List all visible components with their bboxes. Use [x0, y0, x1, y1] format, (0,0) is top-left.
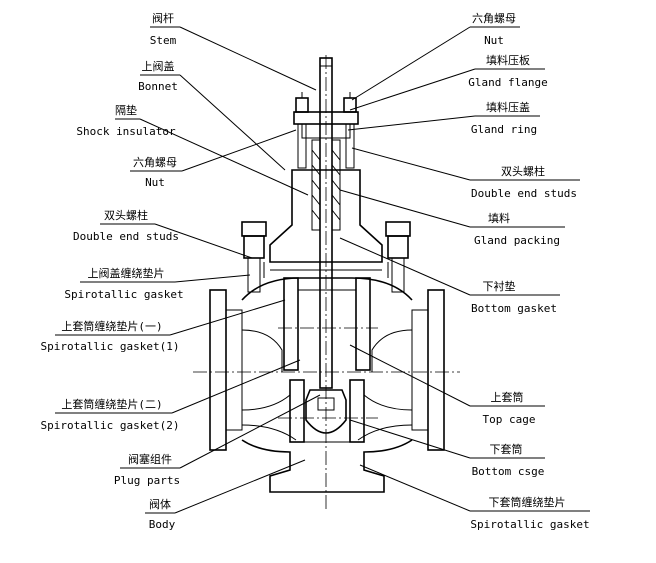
label-nut-left-en: Nut — [145, 176, 165, 189]
label-gland-ring-en: Gland ring — [471, 123, 537, 136]
label-top-cage-en: Top cage — [483, 413, 536, 426]
label-studs-right-en: Double end studs — [471, 187, 577, 200]
body-part — [209, 277, 445, 493]
label-gland-packing-zh: 填料 — [488, 211, 510, 225]
label-gasket-lower-zh: 下套筒缠绕垫片 — [489, 495, 566, 509]
label-studs-left-en: Double end studs — [73, 230, 179, 243]
label-gland-flange: 填料压板 Gland flange — [468, 53, 547, 89]
label-spirotallic-gasket-1: 上套筒缠绕垫片(一) Spirotallic gasket(1) — [40, 319, 179, 353]
label-bonnet-en: Bonnet — [138, 80, 178, 93]
label-nut-right: 六角螺母 Nut — [472, 12, 516, 47]
label-bottom-cage-zh: 下套筒 — [490, 442, 523, 456]
label-spirotallic-gasket-2: 上套筒缠绕垫片(二) Spirotallic gasket(2) — [40, 397, 179, 432]
label-bottom-gasket-en: Bottom gasket — [471, 302, 557, 315]
label-body: 阀体 Body — [149, 497, 176, 531]
bonnet-part — [263, 169, 389, 278]
label-underlines — [55, 26, 590, 514]
label-nut-right-en: Nut — [484, 34, 504, 47]
label-studs-left-zh: 双头螺柱 — [104, 208, 148, 222]
top-cage-part — [283, 277, 371, 371]
label-gland-flange-zh: 填料压板 — [486, 53, 530, 67]
label-gasket-1-en: Spirotallic gasket(1) — [40, 340, 179, 353]
label-stem-zh: 阀杆 — [152, 11, 174, 25]
label-plug-parts-en: Plug parts — [114, 474, 180, 487]
label-shock-insulator-zh: 隔垫 — [115, 103, 137, 117]
label-spirotallic-gasket-lower: 下套筒缠绕垫片 Spirotallic gasket — [470, 495, 589, 531]
label-bonnet: 上阀盖 Bonnet — [138, 59, 178, 93]
label-gasket-lower-en: Spirotallic gasket — [470, 518, 589, 531]
label-plug-parts-zh: 阀塞组件 — [128, 452, 172, 466]
label-gland-packing: 填料 Gland packing — [474, 211, 560, 247]
label-bottom-cage: 下套筒 Bottom csge — [472, 442, 545, 478]
label-body-en: Body — [149, 518, 176, 531]
label-shock-insulator: 隔垫 Shock insulator — [76, 103, 176, 138]
bonnet-bolts — [241, 221, 411, 293]
label-plug-parts: 阀塞组件 Plug parts — [114, 452, 180, 487]
label-gland-packing-en: Gland packing — [474, 234, 560, 247]
label-bottom-gasket-zh: 下衬垫 — [483, 279, 516, 293]
label-nut-right-zh: 六角螺母 — [472, 12, 516, 25]
label-gasket-2-zh: 上套筒缠绕垫片(二) — [61, 397, 162, 411]
label-stem-en: Stem — [150, 34, 177, 47]
label-gasket-bonnet-zh: 上阀盖缠绕垫片 — [88, 266, 165, 280]
label-double-end-studs-left: 双头螺柱 Double end studs — [73, 208, 179, 243]
valve-drawing — [193, 55, 460, 510]
label-bottom-gasket: 下衬垫 Bottom gasket — [471, 279, 557, 315]
label-shock-insulator-en: Shock insulator — [76, 125, 176, 138]
label-bonnet-zh: 上阀盖 — [142, 59, 175, 73]
leader-lines — [139, 26, 476, 514]
label-gasket-bonnet-en: Spirotallic gasket — [64, 288, 183, 301]
label-gland-ring: 填料压盖 Gland ring — [471, 100, 537, 136]
label-gland-ring-zh: 填料压盖 — [486, 100, 530, 114]
label-body-zh: 阀体 — [149, 497, 171, 511]
label-gasket-1-zh: 上套筒缠绕垫片(一) — [61, 319, 162, 333]
label-studs-right-zh: 双头螺柱 — [501, 164, 545, 178]
gland-assembly — [293, 92, 359, 231]
label-gasket-2-en: Spirotallic gasket(2) — [40, 419, 179, 432]
plug-part — [305, 389, 347, 434]
label-spirotallic-gasket-bonnet: 上阀盖缠绕垫片 Spirotallic gasket — [64, 266, 183, 301]
label-nut-left-zh: 六角螺母 — [133, 156, 177, 169]
label-nut-left: 六角螺母 Nut — [133, 156, 177, 189]
label-gland-flange-en: Gland flange — [468, 76, 547, 89]
label-bottom-cage-en: Bottom csge — [472, 465, 545, 478]
label-double-end-studs-right: 双头螺柱 Double end studs — [471, 164, 577, 200]
label-top-cage-zh: 上套筒 — [491, 390, 524, 404]
bottom-cage-part — [289, 379, 365, 443]
label-stem: 阀杆 Stem — [150, 11, 177, 47]
label-top-cage: 上套筒 Top cage — [483, 390, 536, 426]
